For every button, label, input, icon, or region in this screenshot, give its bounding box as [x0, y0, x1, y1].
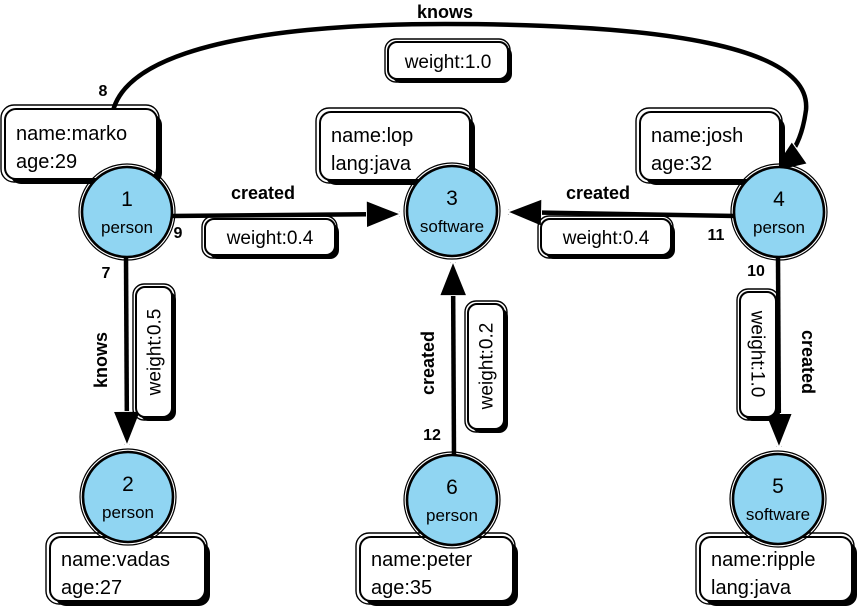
edge-11-id: 11 [708, 227, 725, 244]
prop-line: name:peter [371, 549, 473, 571]
edge-11-label: created [566, 183, 630, 203]
prop-line: lang:java [711, 577, 792, 599]
node-3[interactable]: 3 software [403, 162, 501, 260]
node-type: person [102, 503, 154, 522]
weight-box-edge-7: weight:0.5 [132, 283, 176, 421]
weight-label: weight:1.0 [404, 52, 492, 73]
node-type: person [101, 218, 153, 237]
prop-line: name:vadas [61, 549, 170, 571]
edge-11-created[interactable]: created 11 [508, 183, 737, 244]
prop-line: lang:java [331, 153, 412, 175]
edge-12-created[interactable]: created 12 [418, 262, 454, 459]
edge-10-label: created [798, 330, 818, 394]
node-type: person [753, 218, 805, 237]
weight-label: weight:0.5 [145, 309, 166, 397]
edges-group: knows 8 created 9 created 11 kno [91, 2, 818, 459]
weight-label: weight:0.4 [562, 228, 650, 249]
edge-10-id: 10 [747, 263, 765, 280]
prop-line: name:josh [651, 125, 743, 147]
weight-box-edge-10: weight:1.0 [736, 288, 780, 421]
edge-12-label: created [418, 331, 438, 395]
node-id: 5 [772, 475, 784, 498]
weight-box-edge-8: weight:1.0 [384, 38, 512, 83]
node-6[interactable]: 6 person [403, 451, 501, 549]
weight-box-edge-9: weight:0.4 [201, 215, 339, 259]
edge-7-id: 7 [102, 265, 111, 282]
node-5[interactable]: 5 software [729, 450, 827, 548]
edge-9-id: 9 [174, 225, 183, 242]
edge-9-created[interactable]: created 9 [169, 183, 400, 242]
node-type: person [426, 506, 478, 525]
prop-line: age:27 [61, 577, 122, 599]
node-4[interactable]: 4 person [730, 163, 828, 261]
weight-label: weight:1.0 [747, 310, 768, 398]
property-boxes-group: name:marko age:29 name:lop lang:java nam… [0, 104, 857, 606]
weight-box-edge-12: weight:0.2 [464, 300, 508, 433]
node-id: 2 [122, 473, 134, 496]
weight-label: weight:0.2 [477, 323, 498, 411]
node-id: 6 [446, 476, 458, 499]
node-type: software [420, 217, 484, 236]
edge-8-label: knows [417, 2, 473, 22]
prop-box-node-6: name:peter age:35 [355, 532, 518, 606]
prop-line: name:lop [331, 125, 413, 147]
edge-9-label: created [231, 183, 295, 203]
node-id: 4 [773, 188, 785, 211]
prop-line: name:ripple [711, 549, 816, 571]
edge-12-id: 12 [423, 427, 441, 444]
edge-7-knows[interactable]: knows 7 [91, 257, 127, 445]
edge-8-knows[interactable]: knows 8 [98, 2, 811, 176]
weight-box-edge-11: weight:0.4 [537, 215, 675, 259]
prop-line: name:marko [16, 123, 127, 145]
prop-line: age:29 [16, 151, 77, 173]
prop-line: age:35 [371, 577, 432, 599]
weight-label: weight:0.4 [226, 228, 314, 249]
edge-8-id: 8 [99, 83, 108, 100]
node-type: software [746, 505, 810, 524]
node-2[interactable]: 2 person [79, 448, 177, 546]
node-1[interactable]: 1 person [78, 163, 176, 261]
node-id: 3 [446, 187, 458, 210]
prop-box-node-2: name:vadas age:27 [45, 532, 210, 606]
nodes-group: 1 person 2 person 3 software 4 person [78, 162, 828, 549]
node-id: 1 [121, 188, 133, 211]
weight-boxes-group: weight:1.0 weight:0.4 weight:0.4 [132, 38, 780, 433]
prop-box-node-4: name:josh age:32 [635, 107, 785, 185]
prop-line: age:32 [651, 153, 712, 175]
edge-7-label: knows [91, 332, 111, 388]
